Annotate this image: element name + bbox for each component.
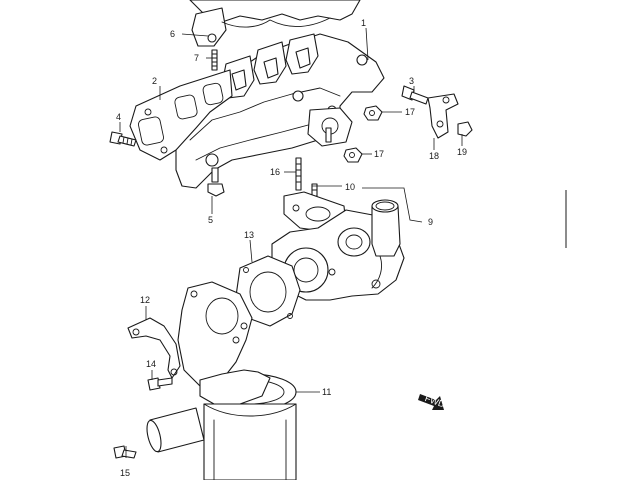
callout-5: 5 — [208, 215, 213, 225]
callout-6: 6 — [170, 29, 175, 39]
outlet-elbow — [177, 281, 253, 387]
bracket-12 — [127, 317, 181, 379]
callout-7: 7 — [194, 53, 199, 63]
callout-15: 15 — [120, 468, 130, 478]
callout-19: 19 — [457, 147, 467, 157]
leader-lines — [119, 27, 463, 458]
callout-18: 18 — [429, 151, 439, 161]
callout-11: 11 — [322, 387, 331, 397]
manifold-cover — [189, 0, 361, 47]
forward-arrow-icon: FWD — [418, 393, 447, 410]
bolt-3 — [401, 85, 429, 105]
bolt-14 — [147, 377, 173, 391]
manifold-gasket — [129, 69, 233, 161]
callout-1: 1 — [361, 18, 366, 28]
callout-13: 13 — [244, 230, 254, 240]
turbocharger — [271, 191, 405, 301]
callout-4: 4 — [116, 112, 121, 122]
callout-14: 14 — [146, 359, 156, 369]
callout-numbers: 1 2 3 4 5 6 7 9 10 11 12 13 14 15 16 17 … — [116, 18, 467, 478]
callout-9: 9 — [428, 217, 433, 227]
stud-16 — [295, 157, 302, 191]
bracket-18 — [427, 93, 459, 139]
exhaust-manifold — [175, 33, 385, 189]
callout-17a: 17 — [405, 107, 415, 117]
nut-17-upper — [363, 105, 383, 121]
nut-17-lower — [343, 147, 363, 163]
bolt-15 — [113, 445, 137, 459]
nut-5 — [207, 167, 225, 197]
bolt-4 — [109, 131, 137, 147]
callout-12: 12 — [140, 295, 150, 305]
callout-3: 3 — [409, 76, 414, 86]
stud-7 — [211, 49, 218, 71]
nut-19 — [457, 121, 473, 137]
catalytic-converter — [146, 369, 297, 480]
callout-16: 16 — [270, 167, 280, 177]
callout-2: 2 — [152, 76, 157, 86]
callout-10: 10 — [345, 182, 355, 192]
callout-17b: 17 — [374, 149, 384, 159]
